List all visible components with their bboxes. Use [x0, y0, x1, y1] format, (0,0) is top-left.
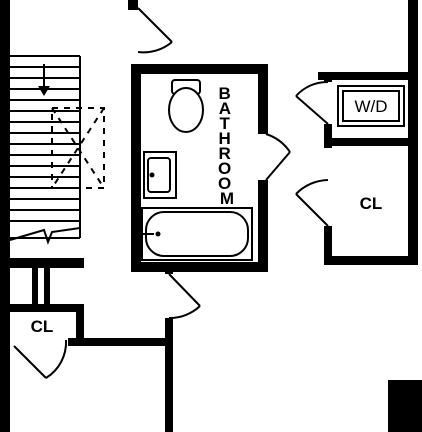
- wall-wd-left-lower: [324, 124, 332, 148]
- door-closet-left: [13, 339, 68, 379]
- bathroom-letter: O: [218, 174, 231, 193]
- wall-left-closet-bottom: [68, 338, 172, 346]
- staircase: [9, 55, 105, 245]
- bathroom-letter: H: [218, 129, 230, 148]
- door-closet-right: [295, 179, 329, 227]
- wall-right-outer: [408, 0, 418, 265]
- wall-bathroom-right-upper: [258, 64, 268, 134]
- door-bathroom: [265, 133, 291, 181]
- wall-cl-right-bottom: [324, 256, 418, 265]
- sink-icon: [143, 151, 177, 199]
- wall-bathroom-left: [131, 64, 141, 272]
- doors: [13, 7, 329, 379]
- door-lower-middle: [168, 273, 201, 320]
- bathroom-letter: T: [219, 114, 230, 133]
- wall-cl-right-left: [324, 226, 332, 264]
- wall-bathroom-right-lower: [258, 180, 268, 272]
- wall-wd-left: [324, 72, 332, 82]
- stair-post-2: [44, 266, 50, 306]
- stair-arrow-down-icon: [38, 64, 50, 96]
- stair-post-1: [32, 266, 38, 306]
- wall-lower-middle: [165, 318, 173, 432]
- wall-top-left-stub: [128, 0, 138, 10]
- wall-lower-middle-upper: [165, 262, 173, 274]
- wall-wd-top: [318, 72, 418, 80]
- wall-left-closet-right: [76, 304, 84, 344]
- wall-under-stairs: [0, 258, 84, 268]
- bathroom-label: B A T H R O O M: [218, 84, 236, 208]
- wall-bathroom-bottom: [131, 262, 268, 272]
- stair-break-line: [9, 227, 81, 245]
- wd-label: W/D: [354, 97, 387, 116]
- wall-left-closet-top: [0, 304, 82, 312]
- bathroom-letter: O: [218, 159, 231, 178]
- bathtub-icon: [141, 207, 253, 261]
- wall-bottom-right-pillar: [388, 380, 422, 432]
- bathroom-letter: M: [220, 189, 234, 208]
- door-top: [137, 7, 173, 54]
- bathroom-letter: A: [219, 99, 231, 118]
- wall-wd-cl-divider: [324, 138, 418, 146]
- wall-bathroom-top: [131, 64, 267, 74]
- wall-left-exterior: [0, 0, 10, 432]
- bathroom: B A T H R O O M: [141, 79, 253, 261]
- toilet-icon: [168, 79, 204, 133]
- washer-dryer: W/D: [337, 85, 405, 127]
- door-washer-dryer: [295, 80, 329, 125]
- closet-left-label: CL: [31, 317, 54, 336]
- bathroom-letter: B: [218, 84, 230, 103]
- bathroom-letter: R: [218, 144, 230, 163]
- closet-right-label: CL: [360, 194, 383, 213]
- stair-dashed-x: [51, 107, 105, 189]
